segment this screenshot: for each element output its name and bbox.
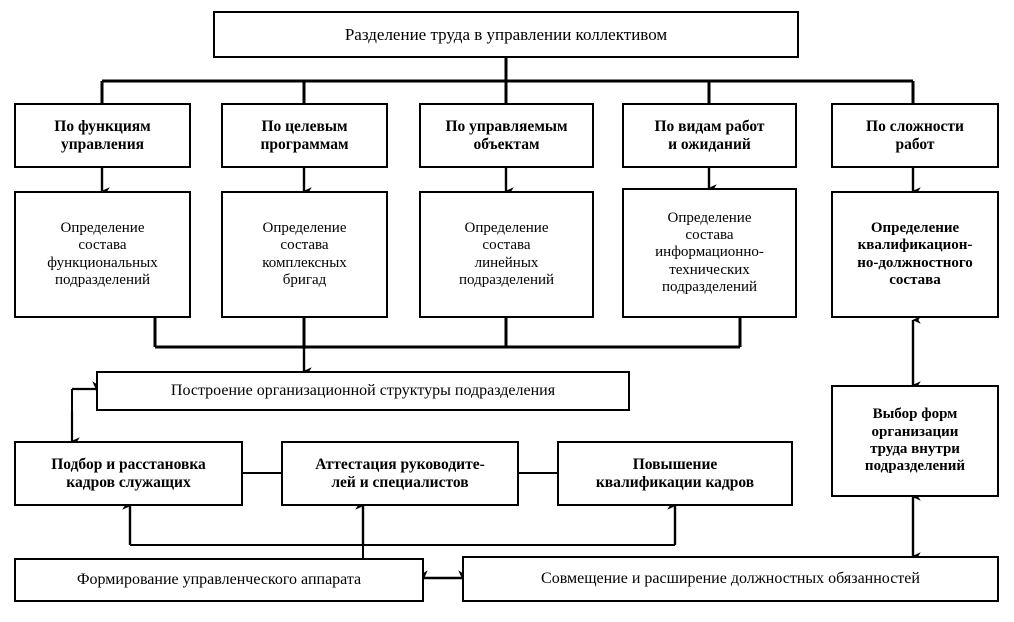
definition-box-5[interactable]: Определение квалификацион- но-должностно… <box>831 191 999 318</box>
definition-box-1-label: Определение состава функциональных подра… <box>47 219 158 288</box>
title-box-label: Разделение труда в управлении коллективо… <box>344 24 668 44</box>
process-box-3[interactable]: Повышение квалификации кадров <box>557 441 793 506</box>
definition-box-3[interactable]: Определение состава линейных подразделен… <box>419 191 594 318</box>
title-box[interactable]: Разделение труда в управлении коллективо… <box>213 11 799 58</box>
process-box-1-label: Подбор и расстановка кадров служащих <box>51 455 206 491</box>
criteria-box-1[interactable]: По функциям управления <box>14 103 191 168</box>
process-box-3-label: Повышение квалификации кадров <box>595 455 755 491</box>
definition-box-4[interactable]: Определение состава информационно- техни… <box>622 188 797 318</box>
definition-box-2-label: Определение состава комплексных бригад <box>262 219 347 288</box>
definition-box-1[interactable]: Определение состава функциональных подра… <box>14 191 191 318</box>
criteria-box-4[interactable]: По видам работ и ожиданий <box>622 103 797 168</box>
criteria-box-3[interactable]: По управляемым объектам <box>419 103 594 168</box>
bottom-box-formation[interactable]: Формирование управленческого аппарата <box>14 558 424 602</box>
process-box-2[interactable]: Аттестация руководите- лей и специалисто… <box>281 441 519 506</box>
definition-box-4-label: Определение состава информационно- техни… <box>655 209 764 296</box>
criteria-box-4-label: По видам работ и ожиданий <box>654 117 765 153</box>
process-box-1[interactable]: Подбор и расстановка кадров служащих <box>14 441 243 506</box>
criteria-box-2[interactable]: По целевым программам <box>221 103 388 168</box>
definition-box-3-label: Определение состава линейных подразделен… <box>458 219 555 288</box>
structure-box-label: Построение организационной структуры под… <box>170 381 556 399</box>
criteria-box-5-label: По сложности работ <box>866 117 964 153</box>
definition-box-2[interactable]: Определение состава комплексных бригад <box>221 191 388 318</box>
bottom-box-combination[interactable]: Совмещение и расширение должностных обяз… <box>462 556 999 602</box>
criteria-box-2-label: По целевым программам <box>260 117 349 153</box>
bottom-box-formation-label: Формирование управленческого аппарата <box>76 570 362 588</box>
right-column-box[interactable]: Выбор форм организации труда внутри подр… <box>831 385 999 497</box>
criteria-box-5[interactable]: По сложности работ <box>831 103 999 168</box>
process-box-2-label: Аттестация руководите- лей и специалисто… <box>315 455 485 491</box>
right-column-box-label: Выбор форм организации труда внутри подр… <box>864 406 966 475</box>
bottom-box-combination-label: Совмещение и расширение должностных обяз… <box>541 569 920 587</box>
criteria-box-1-label: По функциям управления <box>54 117 151 153</box>
criteria-box-3-label: По управляемым объектам <box>445 117 568 153</box>
structure-box[interactable]: Построение организационной структуры под… <box>96 371 630 411</box>
definition-box-5-label: Определение квалификацион- но-должностно… <box>857 219 973 288</box>
